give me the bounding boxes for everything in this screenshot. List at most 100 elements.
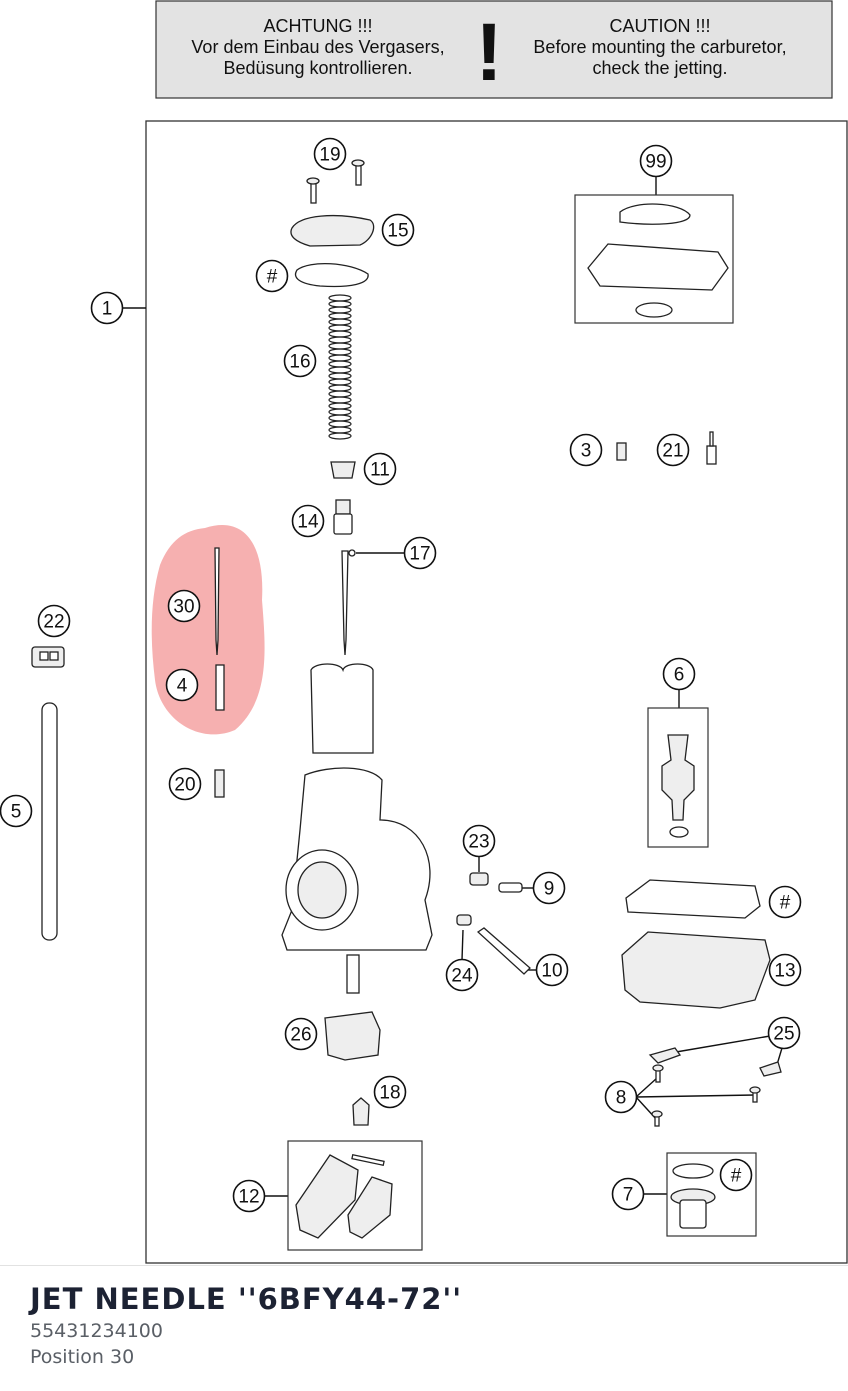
part-hose-5 <box>41 702 58 941</box>
callout-label: 4 <box>177 676 188 697</box>
callout-24[interactable]: 24 <box>445 958 479 992</box>
part-drain-plug-7 <box>670 1163 716 1229</box>
callout-13[interactable]: 13 <box>768 953 802 987</box>
callout-9[interactable]: 9 <box>532 871 566 905</box>
callout-17[interactable]: 17 <box>403 536 437 570</box>
part-holder-11 <box>330 461 356 479</box>
callout-circle <box>604 1080 638 1114</box>
warning-exclamation-icon: ! <box>475 7 502 98</box>
callout-23[interactable]: 23 <box>462 824 496 858</box>
callout-8[interactable]: 8 <box>604 1080 638 1114</box>
callout-label: 21 <box>662 441 683 462</box>
callout-label: 6 <box>674 665 685 686</box>
part-screw-10 <box>476 927 531 975</box>
callout-hash-3[interactable]: # <box>719 1158 753 1192</box>
callout-circle <box>403 536 437 570</box>
part-number: 55431234100 <box>30 1320 163 1342</box>
callout-circle <box>445 958 479 992</box>
callout-label: 20 <box>174 775 195 796</box>
spring-coil <box>328 414 352 422</box>
warning-de-line2: Vor dem Einbau des Vergasers, <box>191 37 444 57</box>
callout-22[interactable]: 22 <box>37 604 71 638</box>
callout-hash-2[interactable]: # <box>768 885 802 919</box>
spring-coil <box>328 396 352 404</box>
callout-3[interactable]: 3 <box>569 433 603 467</box>
callout-label: 7 <box>623 1185 634 1206</box>
callout-18[interactable]: 18 <box>373 1075 407 1109</box>
callout-circle <box>611 1177 645 1211</box>
part-cap-15 <box>290 214 375 247</box>
callout-label: 16 <box>289 352 310 373</box>
callout-4[interactable]: 4 <box>165 668 199 702</box>
spring-coil <box>328 432 352 440</box>
callout-25[interactable]: 25 <box>767 1016 801 1050</box>
callout-12[interactable]: 12 <box>232 1179 266 1213</box>
callout-label: 12 <box>238 1187 259 1208</box>
spring-coil <box>328 336 352 344</box>
spring-coil <box>328 306 352 314</box>
part-holder-26 <box>324 1011 381 1061</box>
callout-16[interactable]: 16 <box>283 344 317 378</box>
callout-circle <box>165 668 199 702</box>
callout-circle <box>283 344 317 378</box>
callout-19[interactable]: 19 <box>313 137 347 171</box>
callout-6[interactable]: 6 <box>662 657 696 691</box>
part-choke-plunger-6 <box>661 734 695 838</box>
callout-30[interactable]: 30 <box>167 589 201 623</box>
callout-circle <box>168 767 202 801</box>
callout-label: # <box>267 267 278 288</box>
callout-11[interactable]: 11 <box>363 452 397 486</box>
callout-circle <box>90 291 124 325</box>
spring-coil <box>328 378 352 386</box>
callout-20[interactable]: 20 <box>168 767 202 801</box>
part-throttle-slide <box>310 663 374 754</box>
spring-coil <box>328 408 352 416</box>
warning-de-line3: Bedüsung kontrollieren. <box>223 58 412 78</box>
callout-10[interactable]: 10 <box>535 953 569 987</box>
warning-de-title: ACHTUNG !!! <box>263 16 372 36</box>
callout-14[interactable]: 14 <box>291 504 325 538</box>
spring-coil <box>328 318 352 326</box>
callout-99[interactable]: 99 <box>639 144 673 178</box>
callout-label: 1 <box>102 299 113 320</box>
exploded-parts-diagram: ACHTUNG !!! Vor dem Einbau des Vergasers… <box>0 0 848 1264</box>
callout-label: 10 <box>541 961 562 982</box>
callout-label: 23 <box>468 832 489 853</box>
callout-circle <box>532 871 566 905</box>
callout-label: # <box>780 893 791 914</box>
callout-circle <box>284 1017 318 1051</box>
spring-coil <box>328 294 352 302</box>
part-spring-16 <box>328 294 352 440</box>
part-screws-8 <box>651 1064 761 1127</box>
callout-circle <box>373 1075 407 1109</box>
callout-5[interactable]: 5 <box>0 794 33 828</box>
callout-15[interactable]: 15 <box>381 213 415 247</box>
callout-label: 9 <box>544 879 555 900</box>
callout-label: 8 <box>616 1088 627 1109</box>
part-brackets-25 <box>648 1047 782 1077</box>
callout-7[interactable]: 7 <box>611 1177 645 1211</box>
callout-label: 18 <box>379 1083 400 1104</box>
part-spring-23 <box>469 872 489 886</box>
part-screw-21 <box>706 431 717 465</box>
part-screws-19 <box>306 159 365 204</box>
callout-label: 5 <box>11 802 22 823</box>
callout-26[interactable]: 26 <box>284 1017 318 1051</box>
part-jet-needle-17 <box>341 549 356 656</box>
spring-coil <box>328 354 352 362</box>
spring-coil <box>328 384 352 392</box>
callout-label: 22 <box>43 612 64 633</box>
callout-hash-1[interactable]: # <box>255 259 289 293</box>
callout-circle <box>363 452 397 486</box>
callout-circle <box>167 589 201 623</box>
callout-label: 30 <box>173 597 194 618</box>
part-float-12 <box>295 1153 393 1239</box>
callout-21[interactable]: 21 <box>656 433 690 467</box>
callout-1[interactable]: 1 <box>90 291 124 325</box>
spring-coil <box>328 426 352 434</box>
callout-circle <box>656 433 690 467</box>
part-title: JET NEEDLE ''6BFY44-72'' <box>30 1282 463 1316</box>
spring-coil <box>328 348 352 356</box>
callout-label: 99 <box>645 152 666 173</box>
callout-circle <box>639 144 673 178</box>
